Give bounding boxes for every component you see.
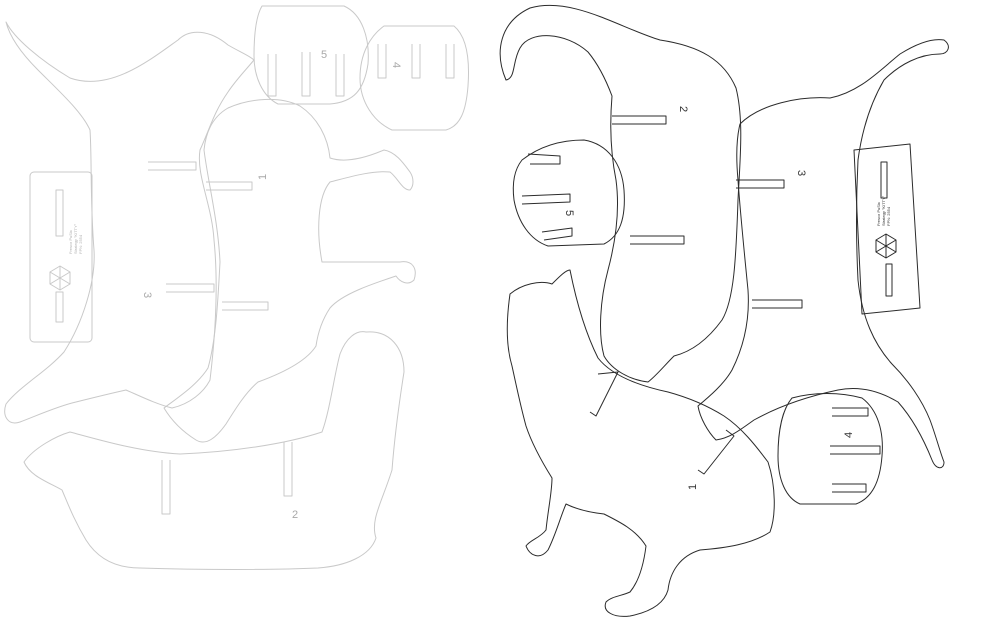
- dark-tag-line1: Fresco PuSix: [876, 202, 881, 226]
- faint-tag-line3: FPN: 2554: [78, 234, 83, 254]
- faint-piece-5-label: 5: [321, 49, 327, 61]
- faint-piece-4-label: 4: [390, 62, 402, 68]
- piece-2-faint-outline: [23, 331, 405, 570]
- faint-tag-line1: Fresco PuSix: [68, 230, 73, 254]
- faint-info-tag: Fresco PuSix Strategy "KITTY" FPN: 2554: [29, 171, 93, 343]
- dark-info-tag: Fresco PuSix Strategy "KITTY" FPN: 2554: [853, 143, 921, 315]
- piece-3-dark-outline: [697, 39, 949, 469]
- piece-3-faint-outline: [4, 21, 255, 424]
- dark-piece-4-label: 4: [843, 432, 855, 438]
- piece-4-faint-outline: [359, 25, 469, 131]
- dark-tag-line3: FPN: 2554: [886, 206, 891, 226]
- faint-piece-3-label: 3: [141, 292, 153, 298]
- dark-piece-3-label: 3: [795, 170, 807, 176]
- piece-2-dark-outline: [499, 4, 742, 383]
- dark-piece-2-label: 2: [677, 106, 689, 112]
- faint-slots: [148, 44, 455, 515]
- dark-piece-5-label: 5: [563, 210, 575, 216]
- piece-5-dark-outline: [512, 139, 625, 247]
- dark-tag-line2: Strategy "KITTY": [881, 195, 886, 226]
- faint-tag-line2: Strategy "KITTY": [73, 223, 78, 254]
- piece-1-dark-outline: [506, 269, 775, 617]
- piece-1-faint-outline: [163, 98, 416, 443]
- dark-slots: [521, 115, 881, 493]
- hexagon-snowflake-icon: [49, 265, 71, 291]
- hexagon-snowflake-icon: [875, 233, 897, 259]
- piece-4-dark-outline: [777, 393, 883, 505]
- faint-piece-2-label: 2: [292, 509, 298, 521]
- piece-5-faint-outline: [253, 5, 369, 105]
- faint-piece-1-label: 1: [257, 174, 269, 180]
- dark-piece-1-label: 1: [687, 484, 699, 490]
